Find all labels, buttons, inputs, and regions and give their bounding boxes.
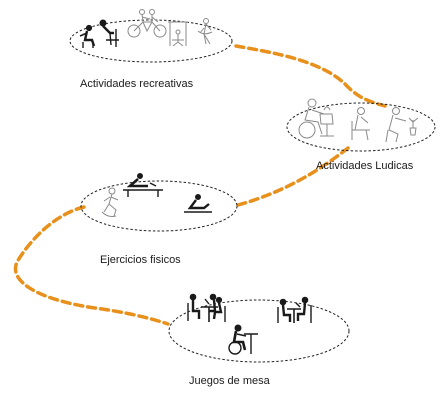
node-label-recreativas: Actividades recreativas — [80, 78, 194, 90]
gardening-person-icon — [385, 107, 419, 143]
treadmill-person-icon — [123, 173, 163, 197]
node-ellipse-ludicas — [286, 102, 436, 152]
node-label-ejercicios: Ejercicios fisicos — [100, 254, 181, 266]
exercising-person-icon — [101, 187, 119, 217]
standing-person-icon — [197, 18, 213, 45]
node-ellipse-ejercicios — [80, 180, 238, 232]
tandem-bicycle-icon — [127, 9, 167, 38]
table-game-pair-icon — [277, 296, 312, 323]
person-at-table-icon — [99, 19, 119, 47]
stretching-person-icon — [184, 194, 212, 213]
table-game-group-icon — [187, 293, 226, 322]
seated-person-icon — [351, 107, 370, 141]
wheelchair-pottery-icon — [298, 98, 334, 139]
wheelchair-table-icon — [228, 324, 258, 355]
node-label-juegos: Juegos de mesa — [189, 375, 270, 387]
connector-path — [13, 44, 387, 326]
node-ellipse-juegos — [168, 299, 350, 363]
swing-icon — [168, 21, 188, 47]
node-label-ludicas: Actividades Ludicas — [316, 160, 414, 172]
node-ellipse-recreativas — [69, 19, 233, 63]
wheelchair-person-icon — [79, 24, 96, 48]
